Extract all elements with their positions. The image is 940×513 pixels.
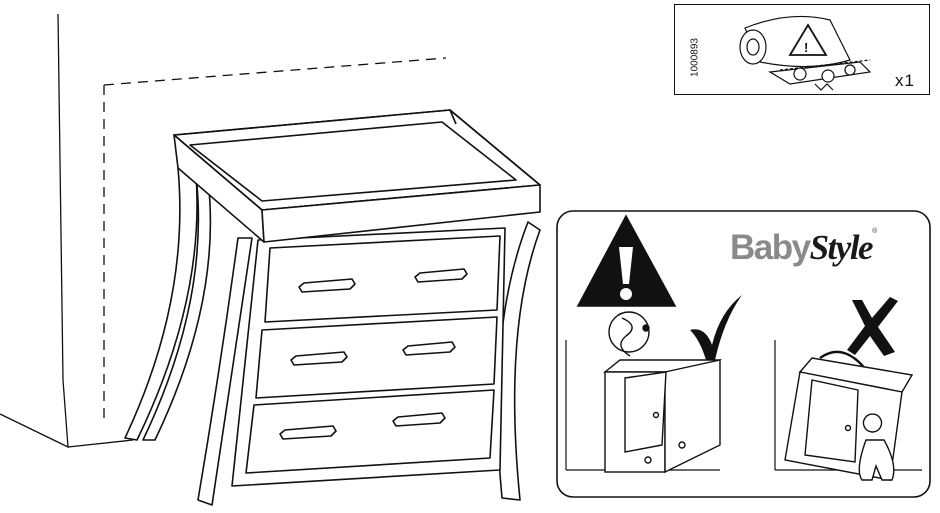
handle xyxy=(298,278,356,293)
parts-box xyxy=(674,4,930,95)
brand-name-part1: Baby xyxy=(730,228,811,267)
anchored-cabinet xyxy=(603,311,722,474)
changer-dresser xyxy=(124,109,541,506)
handle xyxy=(402,341,456,356)
check-mark-icon xyxy=(690,295,742,360)
handle xyxy=(290,351,348,366)
registered-mark: ® xyxy=(872,228,877,235)
drawer-top xyxy=(264,235,501,323)
svg-text:!: ! xyxy=(804,40,808,55)
drawer-middle xyxy=(255,316,498,399)
anti-tip-kit-illustration: ! xyxy=(739,15,872,91)
drawer-bottom xyxy=(245,389,495,474)
brand-name-part2: Style xyxy=(809,228,874,267)
part-number: 1000893 xyxy=(689,38,701,77)
brand-logo: BabyStyle® xyxy=(730,228,877,268)
part-quantity: x1 xyxy=(895,71,915,90)
handle xyxy=(414,268,468,283)
tipping-cabinet xyxy=(784,350,914,481)
cross-mark-icon xyxy=(847,297,898,356)
handle xyxy=(279,425,337,440)
wall-anchor-warning-panel xyxy=(556,210,931,498)
handle xyxy=(392,412,446,427)
